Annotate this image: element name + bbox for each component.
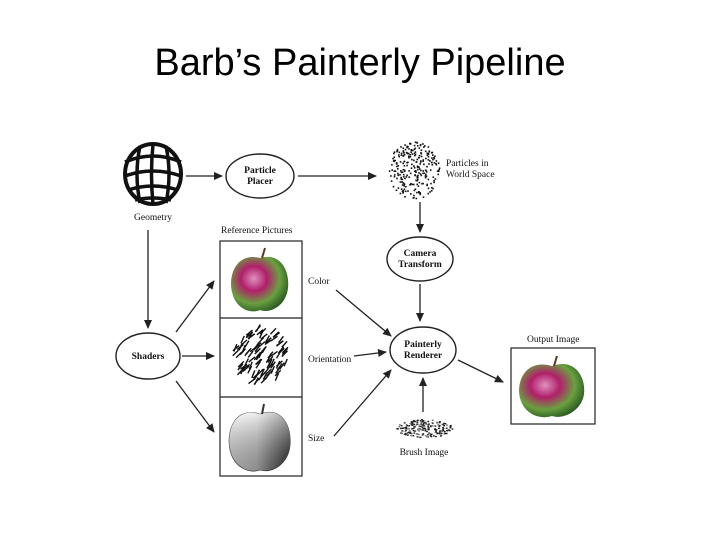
painterly-renderer-label-line1: Painterly — [404, 340, 442, 350]
painterly-renderer-node: Painterly Renderer — [389, 326, 457, 374]
painterly-renderer-label-line2: Renderer — [404, 351, 443, 361]
orientation-reference-image — [232, 324, 289, 386]
camera-transform-label-line1: Camera — [404, 249, 437, 259]
particle-placer-label-line2: Placer — [247, 177, 274, 187]
arrow-orientation-to-renderer — [353, 349, 387, 357]
slide-title: Barb’s Painterly Pipeline — [154, 42, 566, 84]
shaders-node: Shaders — [115, 332, 181, 380]
particles-caption-line2: World Space — [446, 170, 495, 180]
arrow-shaders-to-size — [175, 380, 215, 433]
arrow-size-to-renderer — [333, 369, 392, 437]
arrow-color-to-renderer — [335, 289, 392, 337]
color-reference-image — [231, 247, 289, 312]
camera-transform-node: Camera Transform — [386, 236, 454, 282]
arrow-renderer-to-output — [457, 359, 504, 383]
reference-pictures-caption: Reference Pictures — [221, 225, 293, 236]
size-reference-image — [228, 403, 291, 472]
particles-scatter-image — [388, 141, 441, 200]
brush-image — [396, 419, 454, 439]
shaders-label: Shaders — [132, 352, 165, 362]
orientation-caption: Orientation — [308, 355, 352, 365]
particle-placer-label-line1: Particle — [244, 166, 276, 176]
particles-caption-line1: Particles in — [446, 159, 489, 169]
output-image — [510, 347, 596, 425]
output-image-caption: Output Image — [527, 335, 580, 345]
particle-placer-node: Particle Placer — [225, 153, 295, 199]
camera-transform-label-line2: Transform — [398, 260, 442, 270]
geometry-wireframe-image — [123, 142, 183, 206]
color-caption: Color — [308, 277, 330, 287]
size-caption: Size — [308, 434, 324, 444]
brush-image-caption: Brush Image — [400, 448, 449, 458]
arrow-shaders-to-color — [175, 280, 215, 333]
geometry-caption: Geometry — [134, 213, 172, 223]
